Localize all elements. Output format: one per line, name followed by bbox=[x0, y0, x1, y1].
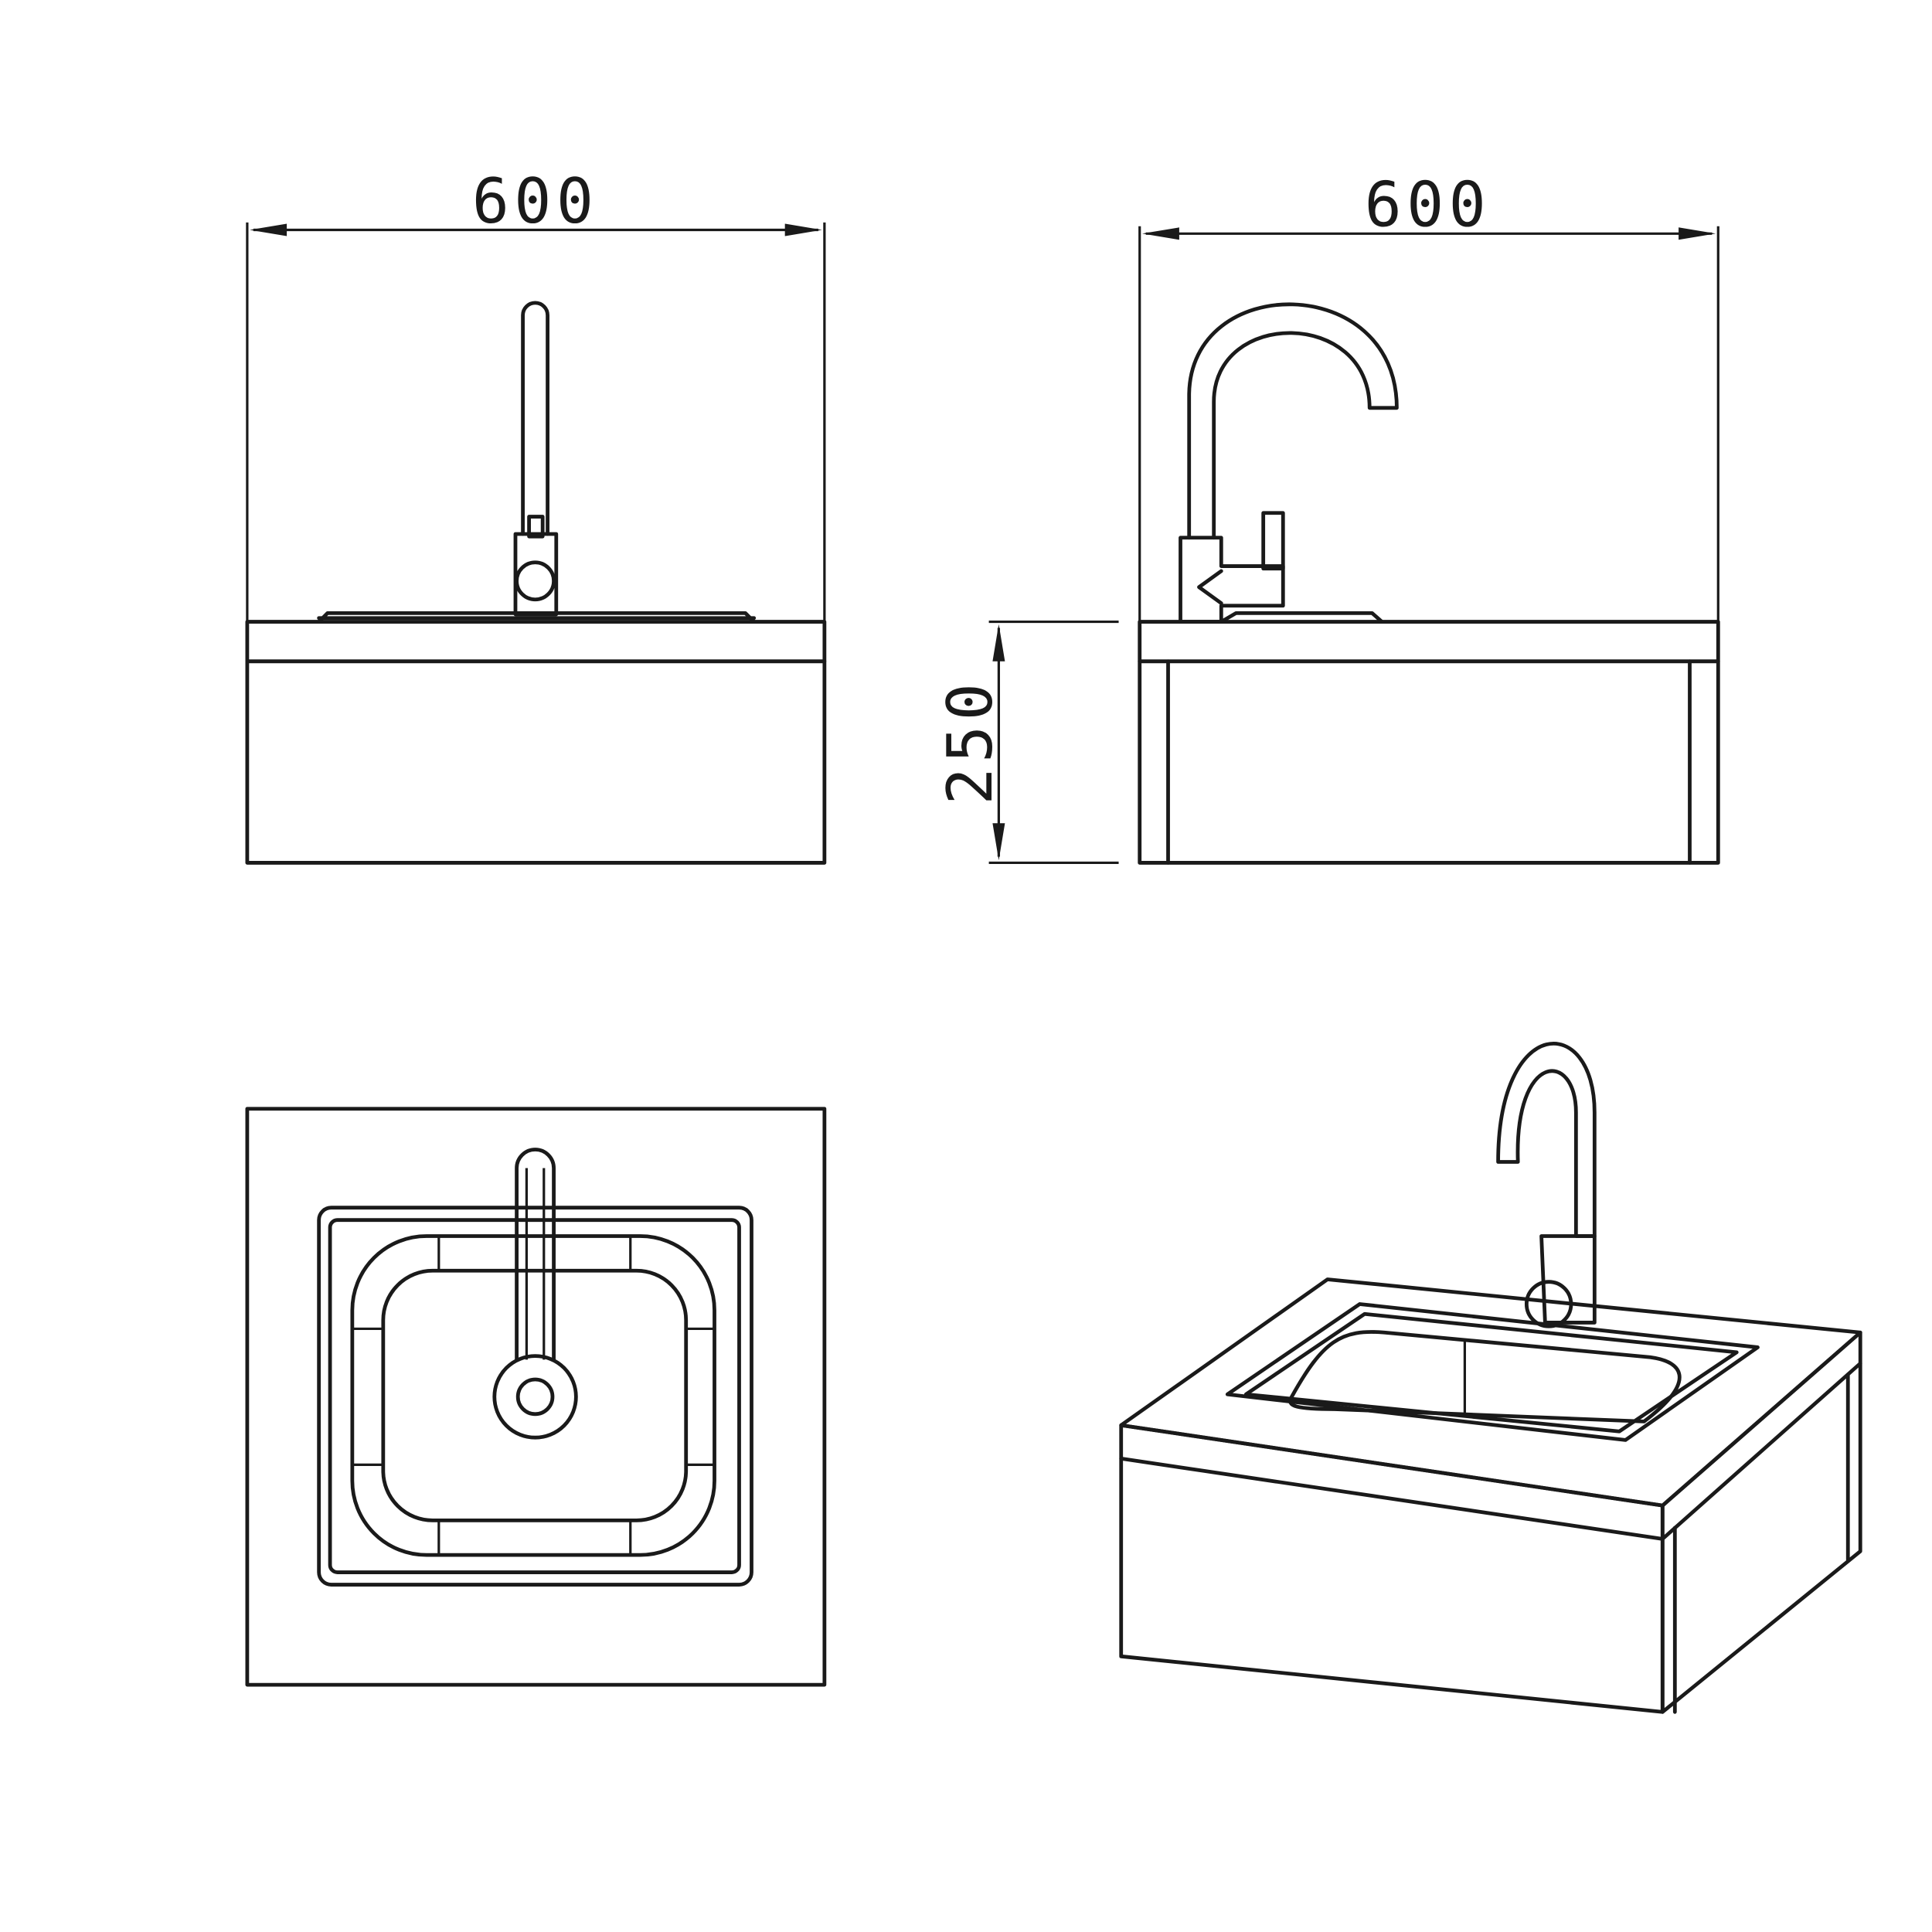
front-width-dimension: 600 bbox=[246, 165, 826, 624]
front-view: 600 bbox=[245, 165, 827, 865]
sink-outer-rim bbox=[317, 1206, 753, 1587]
countertop bbox=[245, 620, 827, 664]
faucet-side bbox=[1179, 302, 1399, 624]
iso-sink-rim bbox=[1225, 1302, 1760, 1442]
iso-sink-basin bbox=[1288, 1330, 1682, 1423]
faucet-iso bbox=[1496, 1041, 1597, 1328]
faucet-front bbox=[513, 301, 559, 617]
iso-right-face bbox=[1660, 1330, 1862, 1714]
side-width-dimension: 600 bbox=[1138, 169, 1719, 624]
iso-front-face bbox=[1119, 1423, 1665, 1714]
isometric-view bbox=[1119, 1041, 1862, 1714]
top-view bbox=[245, 1107, 827, 1687]
side-height-label: 250 bbox=[934, 679, 1006, 805]
side-height-dimension: 250 bbox=[934, 620, 1119, 865]
front-width-label: 600 bbox=[472, 165, 599, 237]
sink-basin bbox=[350, 1234, 716, 1557]
countertop-top bbox=[245, 1107, 827, 1687]
countertop-side bbox=[1138, 620, 1720, 664]
side-width-label: 600 bbox=[1365, 169, 1492, 241]
cabinet-body-side bbox=[1138, 659, 1720, 865]
faucet-top bbox=[492, 1148, 578, 1440]
side-view: 600 250 bbox=[934, 169, 1720, 865]
cabinet-body bbox=[245, 659, 827, 865]
